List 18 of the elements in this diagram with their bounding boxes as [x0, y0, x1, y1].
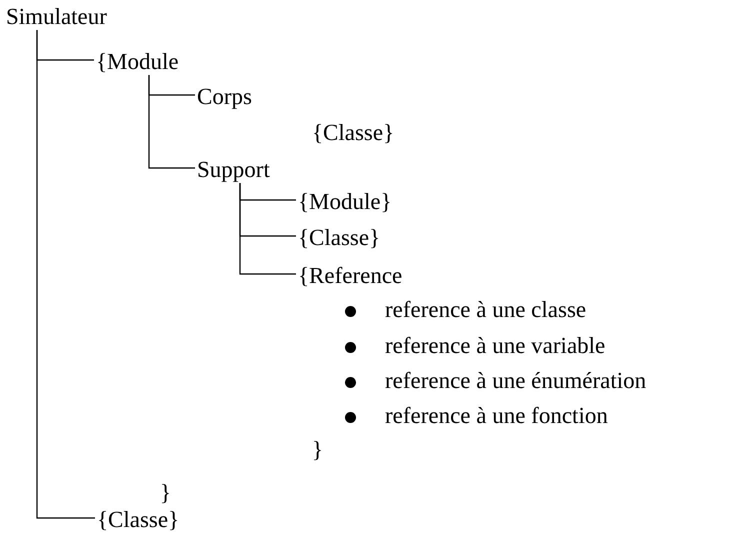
tree-item-label: {Module} [298, 189, 392, 215]
list-item-text: reference à une variable [385, 333, 606, 359]
list-item-text: reference à une énumération [385, 368, 646, 394]
tree-item-label: {Module [96, 49, 179, 75]
tree-item-label: {Classe} [298, 225, 380, 251]
tree-connector [36, 30, 95, 519]
tree-item-label: Support [197, 157, 270, 183]
tree-connector [239, 183, 296, 275]
tree-item-label: {Reference [298, 263, 402, 289]
closing-brace: } [312, 437, 324, 463]
tree-item-label: {Classe} [312, 120, 394, 146]
tree-item-label: Simulateur [6, 4, 107, 30]
closing-brace: } [160, 480, 172, 506]
tree-item-label: Corps [197, 84, 252, 110]
tree-item-label: {Classe} [97, 507, 180, 533]
list-item-text: reference à une classe [385, 297, 586, 323]
tree-connector [148, 75, 195, 169]
list-item-text: reference à une fonction [385, 403, 608, 429]
